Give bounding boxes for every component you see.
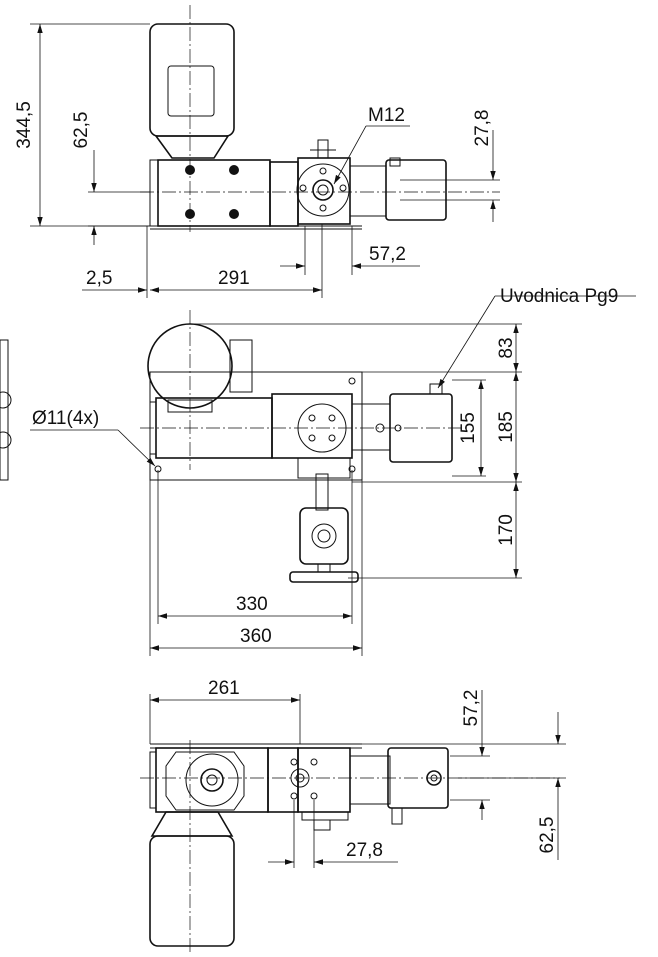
bottom-view: 261	[140, 678, 566, 955]
bottom-view-pump-head	[267, 747, 351, 831]
label-185: 185	[496, 411, 517, 443]
dim-330-360: 330 360	[149, 470, 363, 656]
front-view-motor	[147, 310, 253, 470]
label-330: 330	[236, 594, 268, 615]
dim-27-8-top: 27,8	[400, 110, 500, 222]
dim-344-5: 344,5	[14, 23, 150, 227]
callout-m12: M12	[333, 105, 410, 185]
label-170: 170	[496, 514, 517, 546]
label-57-2-bottom: 57,2	[461, 690, 482, 727]
dim-155: 155	[452, 379, 486, 477]
label-83: 83	[496, 337, 517, 358]
dim-57-2-top: 57,2	[280, 226, 420, 275]
label-27-8-bottom: 27,8	[346, 840, 383, 861]
dim-2-5-and-291: 2,5 291	[82, 224, 323, 298]
label-2-5: 2,5	[86, 268, 112, 289]
bottom-view-motor	[149, 811, 235, 947]
front-view-pump-head	[271, 393, 359, 583]
dim-57-2-bottom: 57,2	[450, 690, 490, 820]
label-m12: M12	[368, 105, 405, 126]
label-62-5-bottom: 62,5	[537, 817, 558, 854]
dim-261: 261	[149, 678, 301, 744]
label-27-8-top: 27,8	[472, 110, 493, 147]
label-261: 261	[208, 678, 240, 699]
top-view-motor	[149, 5, 235, 232]
dim-chain-right: 83 185 170	[190, 323, 522, 579]
label-57-2-top: 57,2	[369, 244, 406, 265]
label-155: 155	[458, 412, 479, 444]
callout-uvodnica-pg9: Uvodnica Pg9	[437, 286, 636, 389]
dim-62-5-bottom: 62,5	[362, 712, 566, 860]
front-view-solenoid	[140, 383, 470, 463]
front-view-edge-fragment	[0, 339, 12, 481]
front-view: Uvodnica Pg9 83 185 170 155 Ø11(4x) 330 …	[0, 286, 636, 656]
top-view: 344,5 62,5 M12 27,8 57,2 2,5 291	[14, 5, 500, 298]
label-344-5: 344,5	[14, 101, 35, 149]
front-view-base-plate	[149, 371, 363, 481]
top-view-solenoid	[349, 157, 447, 221]
label-62-5-top: 62,5	[71, 112, 92, 149]
label-291: 291	[218, 268, 250, 289]
bottom-view-solenoid	[140, 747, 560, 825]
label-uvodnica-pg9: Uvodnica Pg9	[500, 286, 618, 307]
dim-27-8-bottom: 27,8	[268, 800, 398, 868]
dim-62-5-top: 62,5	[71, 112, 150, 245]
callout-hole-11: Ø11(4x)	[30, 408, 156, 467]
label-360: 360	[240, 626, 272, 647]
bottom-view-gearbox	[149, 740, 269, 955]
top-view-pump-head	[269, 139, 351, 227]
label-hole-11: Ø11(4x)	[32, 408, 99, 429]
